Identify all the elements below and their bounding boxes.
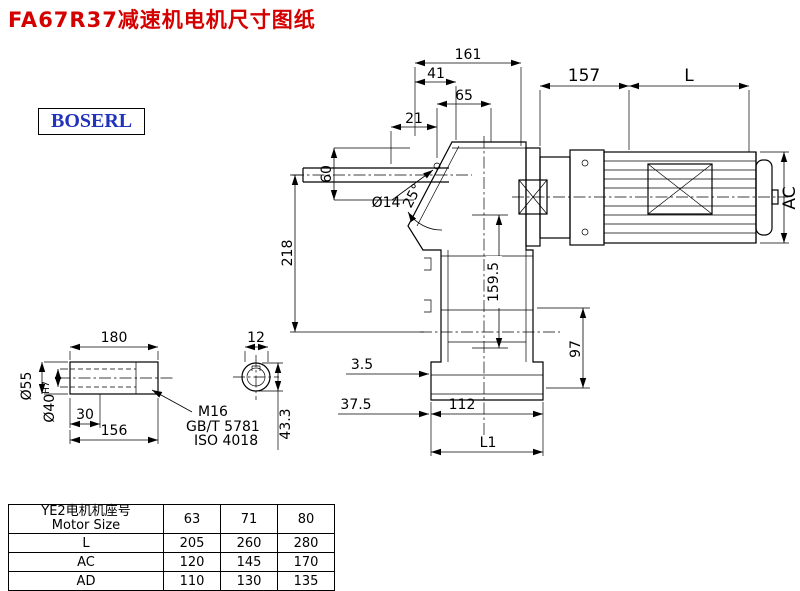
shaft-bore-hidden-lines	[70, 368, 136, 388]
dim-180: 180	[101, 330, 128, 346]
dim-156: 156	[101, 423, 128, 439]
row-label-AC: AC	[8, 552, 164, 572]
dim-d40: Ø40	[42, 394, 58, 423]
gearbox-main-view	[292, 136, 788, 436]
dim-161: 161	[455, 47, 482, 63]
mounting-hole	[433, 162, 441, 170]
dim-angle-25: 25°	[400, 181, 426, 210]
cell-AD-71: 130	[220, 571, 278, 591]
label-thread-m16: M16	[198, 404, 228, 420]
table-size-80: 80	[277, 504, 335, 534]
cell-AD-63: 110	[163, 571, 221, 591]
label-std-gbt: GB/T 5781	[186, 419, 260, 435]
cell-AC-80: 170	[277, 552, 335, 572]
label-std-iso: ISO 4018	[194, 433, 258, 449]
dim-AC: AC	[780, 186, 800, 209]
dim-159-5-mask	[486, 256, 502, 308]
page-title: FA67R37减速机电机尺寸图纸	[8, 8, 316, 32]
table-row-L: L 205 260 280	[8, 533, 335, 553]
coupling	[518, 179, 548, 215]
flange-bolt-top	[581, 159, 589, 167]
flange-bolt-bottom	[581, 228, 589, 236]
dim-43-3: 43.3	[278, 408, 294, 439]
output-shaft	[302, 167, 449, 183]
dim-30: 30	[76, 407, 94, 423]
extension-lines-top	[390, 67, 750, 164]
dim-60: 60	[319, 165, 335, 183]
motor-rear-stub	[771, 189, 779, 205]
motor-stator-box	[647, 163, 713, 215]
shaft-end-view-bore	[246, 367, 266, 387]
motor-stator-cross	[647, 163, 713, 215]
table-row-AC: AC 120 145 170	[8, 552, 335, 572]
brand-logo: BOSERL	[38, 108, 146, 135]
table-header-cn: YE2电机机座号	[41, 504, 131, 519]
dim-d55: Ø55	[19, 372, 35, 401]
motor-body	[603, 151, 757, 244]
shaft-detail-view: 180 12 Ø55 Ø40H7 30 156 M16 GB/T 5781 IS…	[19, 330, 294, 450]
motor-size-table: YE2电机机座号 Motor Size 63 71 80 L 205 260 2…	[8, 504, 335, 591]
dim-65: 65	[455, 88, 473, 104]
table-header-en: Motor Size	[51, 518, 121, 533]
table-header-label: YE2电机机座号 Motor Size	[8, 504, 164, 534]
cell-AC-63: 120	[163, 552, 221, 572]
main-dimensions: 161 41 65 21 157 L AC 218 60 Ø14 25° 159…	[280, 47, 800, 456]
housing-outline	[407, 141, 544, 401]
leader-thread	[151, 389, 193, 413]
motor-fan-cover	[755, 159, 773, 236]
table-size-63: 63	[163, 504, 221, 534]
dim-21: 21	[405, 111, 423, 127]
dim-L: L	[684, 66, 694, 86]
bell-housing-step1	[539, 156, 571, 239]
motor-flange	[569, 149, 605, 246]
dim-12: 12	[247, 330, 265, 346]
motor-fins	[604, 160, 756, 234]
cell-L-80: 280	[277, 533, 335, 553]
dim-L1: L1	[480, 435, 497, 451]
dim-41: 41	[427, 66, 445, 82]
cell-L-71: 260	[220, 533, 278, 553]
keyway-notch	[251, 365, 261, 371]
shaft-end-view-outer	[241, 362, 271, 392]
dim-112: 112	[449, 397, 476, 413]
dim-157: 157	[568, 66, 600, 86]
cell-L-63: 205	[163, 533, 221, 553]
dim-218: 218	[280, 240, 296, 267]
cell-AD-80: 135	[277, 571, 335, 591]
leader-hole-14	[391, 169, 434, 201]
shaft-hatched-section	[135, 361, 159, 395]
dim-159-5: 159.5	[486, 262, 502, 302]
dim-37-5: 37.5	[340, 397, 371, 413]
cell-AC-71: 145	[220, 552, 278, 572]
table-header-row: YE2电机机座号 Motor Size 63 71 80	[8, 504, 335, 534]
table-size-71: 71	[220, 504, 278, 534]
angle-arc-25	[407, 211, 443, 231]
coupling-cross	[518, 179, 548, 215]
dim-d40-tolerance: H7	[42, 381, 52, 394]
dim-d40h7: Ø40H7	[42, 381, 58, 422]
row-label-L: L	[8, 533, 164, 553]
dim-hole-14: Ø14	[372, 195, 401, 211]
table-row-AD: AD 110 130 135	[8, 571, 335, 591]
housing-inner-lines	[416, 145, 543, 395]
dim-3-5: 3.5	[351, 357, 373, 373]
row-label-AD: AD	[8, 571, 164, 591]
dim-97: 97	[568, 340, 584, 358]
